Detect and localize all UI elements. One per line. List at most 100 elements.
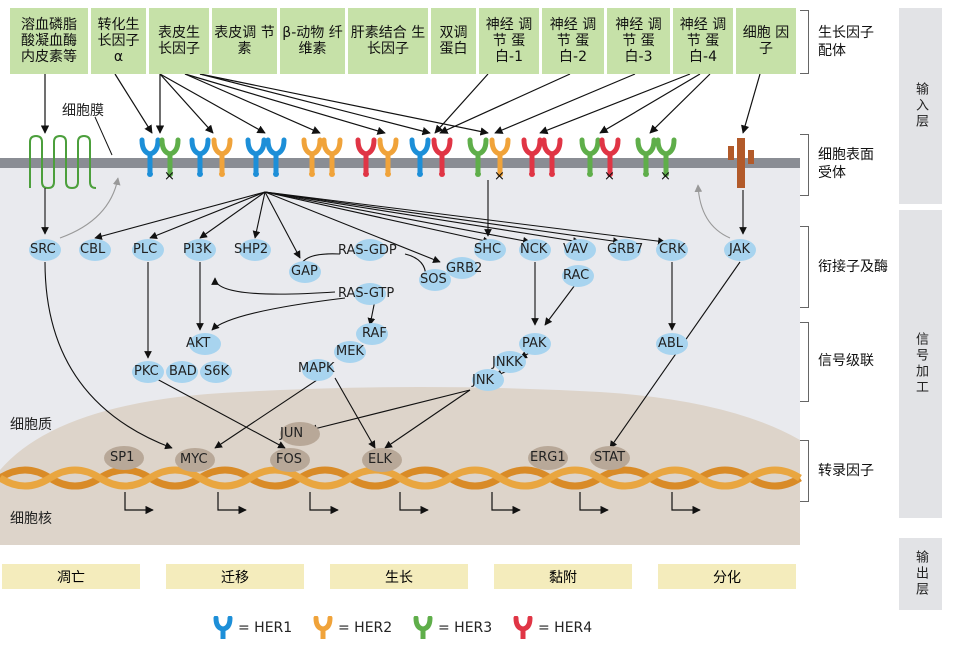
protein-blob	[334, 341, 366, 363]
protein-blob	[354, 283, 386, 305]
cytoplasm-label: 细胞质	[10, 417, 52, 433]
node-ras-gtp: RAS-GTP	[338, 286, 395, 301]
legend-her4: = HER4	[512, 616, 592, 640]
promoter-arrow	[671, 492, 701, 515]
ligand-amphiregulin: 双调 蛋白	[431, 8, 476, 74]
node-cbl: CBL	[80, 242, 106, 257]
legend-her1: = HER1	[212, 616, 292, 640]
promoter-arrow	[124, 492, 154, 515]
transcription-factor-blob	[590, 446, 630, 470]
node-mapk: MAPK	[298, 361, 335, 376]
her2-receptor-icon	[301, 137, 323, 157]
dna-strand-b	[0, 466, 802, 490]
node-jak: JAK	[729, 242, 751, 257]
her4-receptor-icon	[513, 616, 533, 639]
node-plc: PLC	[133, 242, 158, 257]
output-growth: 生长	[330, 564, 468, 589]
node-elk: ELK	[368, 452, 392, 467]
bracket-cascade	[800, 322, 809, 402]
protein-blob	[79, 239, 111, 261]
node-rac: RAC	[563, 268, 590, 283]
output-apoptosis: 凋亡	[2, 564, 140, 589]
protein-blob	[29, 239, 61, 261]
protein-blob	[166, 361, 198, 383]
transcription-factor-blob	[362, 448, 402, 472]
protein-blob	[472, 369, 504, 391]
cell-membrane	[0, 158, 800, 168]
her3-receptor-icon	[159, 137, 181, 157]
ligand-betacellulin: β-动物 纤维素	[280, 8, 345, 74]
bracket-receptor	[800, 134, 809, 196]
protein-blob	[189, 333, 221, 355]
protein-blob	[446, 257, 478, 279]
label-ligand-layer: 生长因子 配体	[818, 25, 874, 59]
promoter-arrow	[309, 492, 339, 515]
protein-blob	[289, 261, 321, 283]
bracket-adaptor	[800, 226, 809, 308]
her2-receptor-icon	[211, 137, 233, 157]
ligand-epiregulin: 表皮调 节素	[212, 8, 277, 74]
node-shc: SHC	[474, 242, 502, 257]
inactive-mark-icon: ×	[164, 169, 175, 184]
her1-receptor-icon	[213, 616, 233, 639]
protein-blob	[200, 361, 232, 383]
ligand-neuregulin-1: 神经 调节 蛋白-1	[479, 8, 539, 74]
ligand-hb-egf: 肝素结合 生长因子	[348, 8, 428, 74]
protein-blob	[564, 239, 596, 261]
output-migration: 迁移	[166, 564, 304, 589]
signal-arrows	[41, 180, 747, 449]
protein-blob	[724, 239, 756, 261]
node-jnkk: JNKK	[492, 355, 523, 370]
protein-blob	[132, 361, 164, 383]
nucleus-label: 细胞核	[10, 511, 52, 527]
protein-blob	[356, 323, 388, 345]
node-gap: GAP	[291, 264, 318, 279]
protein-blob	[494, 351, 526, 373]
her2-receptor-icon	[321, 137, 343, 157]
node-src: SRC	[30, 242, 56, 257]
node-sp1: SP1	[110, 450, 135, 465]
node-sos: SOS	[420, 272, 447, 287]
membrane-label: 细胞膜	[62, 103, 104, 119]
ligand-lpa-thrombin: 溶血磷脂 酸凝血酶 内皮素等	[10, 8, 88, 74]
protein-blob	[519, 333, 551, 355]
bracket-tf	[800, 440, 809, 502]
transcription-factor-blob	[280, 422, 320, 446]
her4-receptor-icon	[431, 137, 453, 157]
node-grb7: GRB7	[607, 242, 644, 257]
inactive-mark-icon: ×	[494, 169, 505, 184]
node-grb2: GRB2	[446, 261, 483, 276]
her3-receptor-icon	[655, 137, 677, 157]
her2-receptor-icon	[489, 137, 511, 157]
node-abl: ABL	[658, 336, 684, 351]
legend-her2: = HER2	[312, 616, 392, 640]
node-stat: STAT	[594, 450, 626, 465]
her3-receptor-icon	[413, 616, 433, 639]
protein-blob	[609, 239, 641, 261]
her3-receptor-icon	[579, 137, 601, 157]
node-mek: MEK	[336, 344, 364, 359]
promoter-arrow	[399, 492, 429, 515]
protein-blob	[354, 239, 386, 261]
legend-her3: = HER3	[412, 616, 492, 640]
node-pi3k: PI3K	[183, 242, 212, 257]
node-pak: PAK	[522, 336, 547, 351]
protein-blob	[562, 265, 594, 287]
sidebar-processing: 信号加工	[899, 210, 942, 518]
ligand-neuregulin-3: 神经 调节 蛋白-3	[607, 8, 670, 74]
node-ras-gdp: RAS-GDP	[338, 243, 397, 258]
feedback-arrows	[59, 177, 731, 239]
protein-blob	[474, 239, 506, 261]
her3-receptor-icon	[467, 137, 489, 157]
nucleus-region	[0, 387, 800, 545]
output-adhesion: 黏附	[494, 564, 632, 589]
her2-receptor-icon	[313, 616, 333, 639]
label-tf-layer: 转录因子	[818, 463, 874, 479]
ligand-arrows	[40, 73, 761, 136]
sidebar-output: 输出层	[899, 538, 942, 610]
her4-receptor-icon	[355, 137, 377, 157]
her1-receptor-icon	[139, 137, 161, 157]
label-receptor-layer: 细胞表面 受体	[818, 147, 874, 181]
